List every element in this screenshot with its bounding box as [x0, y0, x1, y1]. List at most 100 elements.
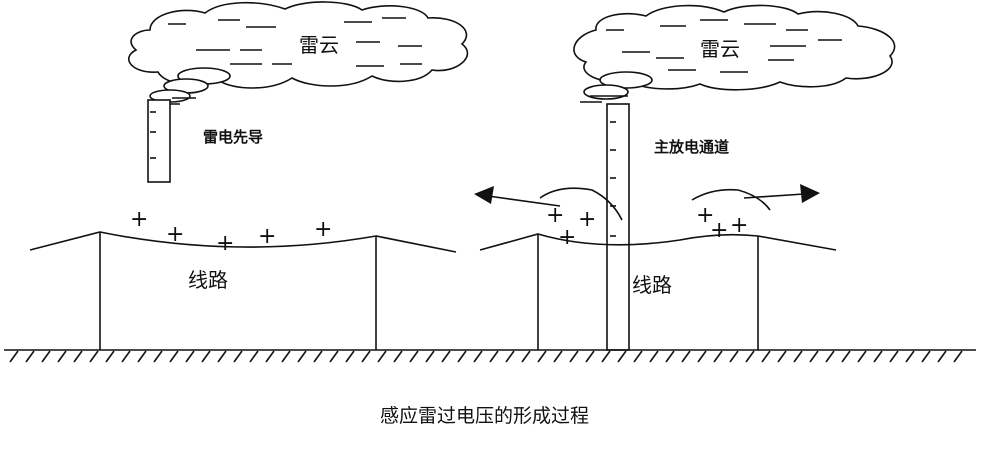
svg-text:+: +: [578, 207, 596, 232]
ground-hatch-mark: [265, 350, 275, 363]
ground-hatch-mark: [745, 350, 755, 363]
right-power-line: [479, 233, 837, 251]
ground-hatch-mark: [153, 350, 163, 363]
ground-hatch-mark: [505, 350, 515, 363]
ground-hatch-mark: [665, 350, 675, 363]
left-leader-label: 雷电先导: [203, 128, 263, 146]
right-channel-tail: [580, 71, 653, 103]
ground-hatch-mark: [185, 350, 195, 363]
ground-hatch-mark: [249, 350, 259, 363]
ground-hatch-mark: [633, 350, 643, 363]
left-induced-charges: + + + + +: [130, 207, 332, 256]
svg-text:+: +: [546, 203, 564, 228]
ground-hatch-mark: [521, 350, 531, 363]
ground-hatch-mark: [169, 350, 179, 363]
ground-hatch-mark: [777, 350, 787, 363]
ground-hatching: [9, 350, 963, 363]
left-lightning-leader: [147, 99, 171, 183]
ground-hatch-mark: [601, 350, 611, 363]
ground-hatch-mark: [137, 350, 147, 363]
ground-hatch-mark: [281, 350, 291, 363]
ground-hatch-mark: [233, 350, 243, 363]
left-arrow-head: [474, 186, 494, 204]
ground-hatch-mark: [57, 350, 67, 363]
diagram-caption: 感应雷过电压的形成过程: [380, 405, 589, 427]
ground-hatch-mark: [617, 350, 627, 363]
left-panel: 雷云 雷电先导 + + + + + 线路: [29, 1, 469, 350]
ground-hatch-mark: [569, 350, 579, 363]
svg-text:+: +: [710, 218, 728, 243]
ground-hatch-mark: [409, 350, 419, 363]
right-main-discharge-channel: [606, 103, 630, 351]
ground-hatch-mark: [297, 350, 307, 363]
svg-text:+: +: [166, 222, 184, 247]
left-cloud-label: 雷云: [299, 33, 339, 57]
ground-hatch-mark: [89, 350, 99, 363]
right-induced-charges: + + + + + +: [546, 203, 748, 250]
ground-hatch-mark: [361, 350, 371, 363]
left-arrow-shaft: [487, 195, 561, 207]
svg-text:+: +: [216, 231, 234, 256]
svg-text:+: +: [258, 224, 276, 249]
ground-hatch-mark: [425, 350, 435, 363]
ground-hatch-mark: [313, 350, 323, 363]
ground-hatch-mark: [713, 350, 723, 363]
ground-hatch-mark: [809, 350, 819, 363]
ground-hatch-mark: [857, 350, 867, 363]
ground-hatch-mark: [121, 350, 131, 363]
ground-hatch-mark: [729, 350, 739, 363]
ground-hatch-mark: [921, 350, 931, 363]
svg-text:+: +: [696, 203, 714, 228]
ground-hatch-mark: [105, 350, 115, 363]
ground-hatch-mark: [953, 350, 963, 363]
svg-text:+: +: [130, 207, 148, 232]
ground-hatch-mark: [697, 350, 707, 363]
right-channel-charges: [610, 121, 616, 237]
ground-hatch-mark: [553, 350, 563, 363]
left-leader-charges: [150, 111, 156, 159]
right-channel-label: 主放电通道: [654, 138, 729, 156]
svg-text:+: +: [314, 217, 332, 242]
ground-hatch-mark: [681, 350, 691, 363]
ground-hatch-mark: [377, 350, 387, 363]
left-line-label: 线路: [188, 268, 228, 292]
ground-hatch-mark: [841, 350, 851, 363]
ground-hatch-mark: [489, 350, 499, 363]
left-cloud-charges: [168, 17, 422, 67]
ground-hatch-mark: [761, 350, 771, 363]
right-line-label: 线路: [632, 273, 672, 297]
svg-text:+: +: [558, 225, 576, 250]
ground-hatch-mark: [585, 350, 595, 363]
ground-hatch-mark: [457, 350, 467, 363]
ground-hatch-mark: [393, 350, 403, 363]
ground-hatch-mark: [73, 350, 83, 363]
ground-hatch-mark: [41, 350, 51, 363]
ground-hatch-mark: [649, 350, 659, 363]
right-cloud-charges: [606, 19, 842, 73]
ground-hatch-mark: [441, 350, 451, 363]
ground-hatch-mark: [329, 350, 339, 363]
ground-hatch-mark: [25, 350, 35, 363]
ground-hatch-mark: [937, 350, 947, 363]
ground-hatch-mark: [473, 350, 483, 363]
ground-hatch-mark: [217, 350, 227, 363]
ground-hatch-mark: [345, 350, 355, 363]
right-travelling-wave-right: [691, 188, 771, 211]
ground-hatch-mark: [793, 350, 803, 363]
right-arrow-shaft: [743, 193, 805, 199]
right-arrow-head: [800, 184, 820, 203]
ground-hatch-mark: [825, 350, 835, 363]
right-panel: 雷云 主放电通道 + + +: [474, 4, 896, 351]
left-power-line: [29, 231, 457, 253]
ground-hatch-mark: [889, 350, 899, 363]
ground-hatch-mark: [905, 350, 915, 363]
right-travelling-wave-left: [539, 187, 623, 221]
ground-hatch-mark: [201, 350, 211, 363]
ground-hatch-mark: [537, 350, 547, 363]
svg-text:+: +: [730, 213, 748, 238]
right-cloud-label: 雷云: [700, 37, 740, 61]
ground-hatch-mark: [873, 350, 883, 363]
ground-hatch-mark: [9, 350, 19, 363]
